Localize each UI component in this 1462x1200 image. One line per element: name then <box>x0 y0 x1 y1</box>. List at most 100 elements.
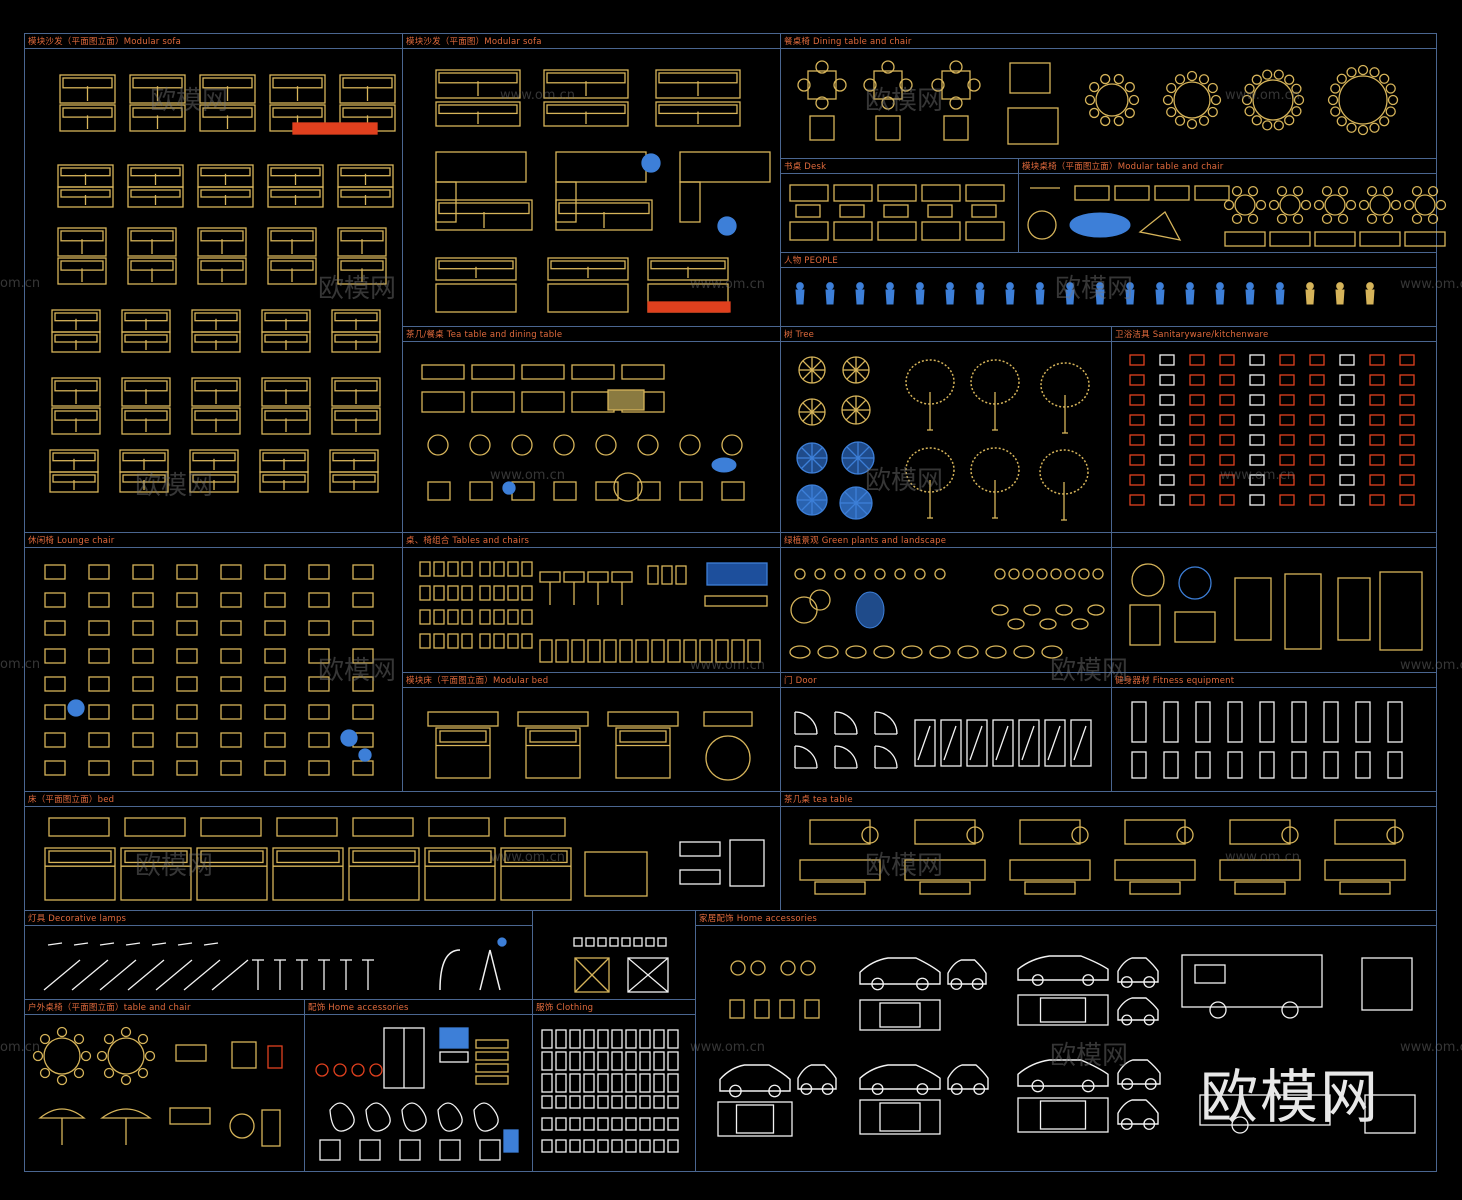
cad-block <box>879 1002 921 1028</box>
cad-block <box>191 377 241 407</box>
cad-block <box>1194 185 1230 201</box>
cad-block <box>1124 107 1135 119</box>
cad-block <box>1040 362 1090 408</box>
cad-line <box>127 959 165 991</box>
cad-block <box>1129 604 1161 646</box>
cad-block <box>1024 881 1076 895</box>
cad-block <box>1276 282 1284 290</box>
cad-block <box>839 204 865 218</box>
cad-block <box>44 564 66 580</box>
cad-line <box>811 402 822 413</box>
cad-block <box>1041 645 1063 659</box>
cad-block <box>825 289 835 305</box>
cad-block <box>1300 199 1312 211</box>
cad-block <box>1071 826 1089 844</box>
cad-block <box>1114 859 1196 881</box>
cad-block <box>547 283 629 313</box>
cad-block <box>797 78 811 92</box>
cad-block <box>269 74 326 104</box>
cad-block <box>267 186 324 208</box>
cad-block <box>1009 859 1091 881</box>
cad-block <box>220 732 242 748</box>
cad-block <box>541 1095 553 1109</box>
cad-block <box>169 1107 211 1125</box>
cad-block <box>1195 751 1211 779</box>
cad-block <box>779 999 795 1019</box>
cad-block <box>176 564 198 580</box>
cad-block <box>1427 213 1439 225</box>
cad-block <box>473 1102 499 1132</box>
cad-block <box>337 257 387 285</box>
cad-block <box>794 745 818 769</box>
cad-block <box>1382 213 1394 225</box>
watermark-cn: 欧模网 <box>1055 274 1134 304</box>
cad-block <box>1337 577 1371 641</box>
watermark-edge: om.cn <box>0 276 41 291</box>
cad-block <box>1346 122 1357 133</box>
cad-block <box>1185 289 1195 305</box>
cad-block <box>493 585 505 601</box>
cad-block <box>1284 573 1322 650</box>
cad-block <box>821 1083 834 1095</box>
cad-block <box>1071 618 1089 630</box>
cad-block <box>1291 751 1307 779</box>
cad-block <box>127 186 184 208</box>
cad-block <box>543 69 629 99</box>
cad-block <box>48 850 112 864</box>
cad-block <box>799 859 881 881</box>
cad-block <box>1081 1079 1095 1093</box>
cad-line <box>802 411 813 422</box>
cad-block <box>1138 211 1182 241</box>
cad-block <box>1246 282 1254 290</box>
cad-block <box>196 847 268 901</box>
cad-line <box>203 942 219 946</box>
cad-block <box>541 1073 553 1093</box>
cad-block <box>569 1117 581 1131</box>
cad-block <box>220 676 242 692</box>
cad-block <box>611 1073 623 1093</box>
vehicle-block <box>1117 957 1159 983</box>
cad-line <box>574 957 610 993</box>
cad-block <box>1162 94 1174 106</box>
cad-block <box>800 960 816 976</box>
cad-block <box>197 257 247 285</box>
cad-block <box>555 181 577 223</box>
cad-block <box>873 645 895 659</box>
cad-block <box>615 727 671 779</box>
cad-block <box>1244 106 1255 117</box>
cad-block <box>943 115 969 141</box>
cad-block <box>352 592 374 608</box>
cad-block <box>854 568 866 580</box>
cad-block <box>1336 282 1344 290</box>
cad-block <box>1279 374 1295 386</box>
cad-block <box>859 1099 941 1135</box>
cad-block <box>1018 719 1040 767</box>
cad-block <box>56 1074 68 1086</box>
cad-block <box>729 839 765 887</box>
cad-block <box>845 645 867 659</box>
cad-block <box>1113 73 1124 85</box>
cad-block <box>32 1050 44 1062</box>
cad-block <box>1143 1014 1155 1026</box>
cad-block <box>1231 213 1243 225</box>
cad-block <box>873 70 903 100</box>
cad-block <box>1126 282 1134 290</box>
cad-block <box>127 257 177 285</box>
cad-block <box>967 78 981 92</box>
cad-block <box>352 850 416 864</box>
cad-block <box>563 571 585 583</box>
cad-block <box>914 819 976 845</box>
cad-block <box>611 1117 623 1131</box>
cad-block <box>667 1029 679 1049</box>
cad-block <box>267 1045 283 1069</box>
cad-block <box>517 711 589 727</box>
cad-block <box>651 639 665 663</box>
cad-block <box>826 282 834 290</box>
cad-block <box>419 609 431 625</box>
cad-block <box>768 1084 781 1098</box>
cad-block <box>1249 414 1265 426</box>
cad-block <box>1120 976 1133 988</box>
cad-block <box>1198 74 1210 85</box>
cad-block <box>43 1037 81 1075</box>
cad-block <box>493 609 505 625</box>
